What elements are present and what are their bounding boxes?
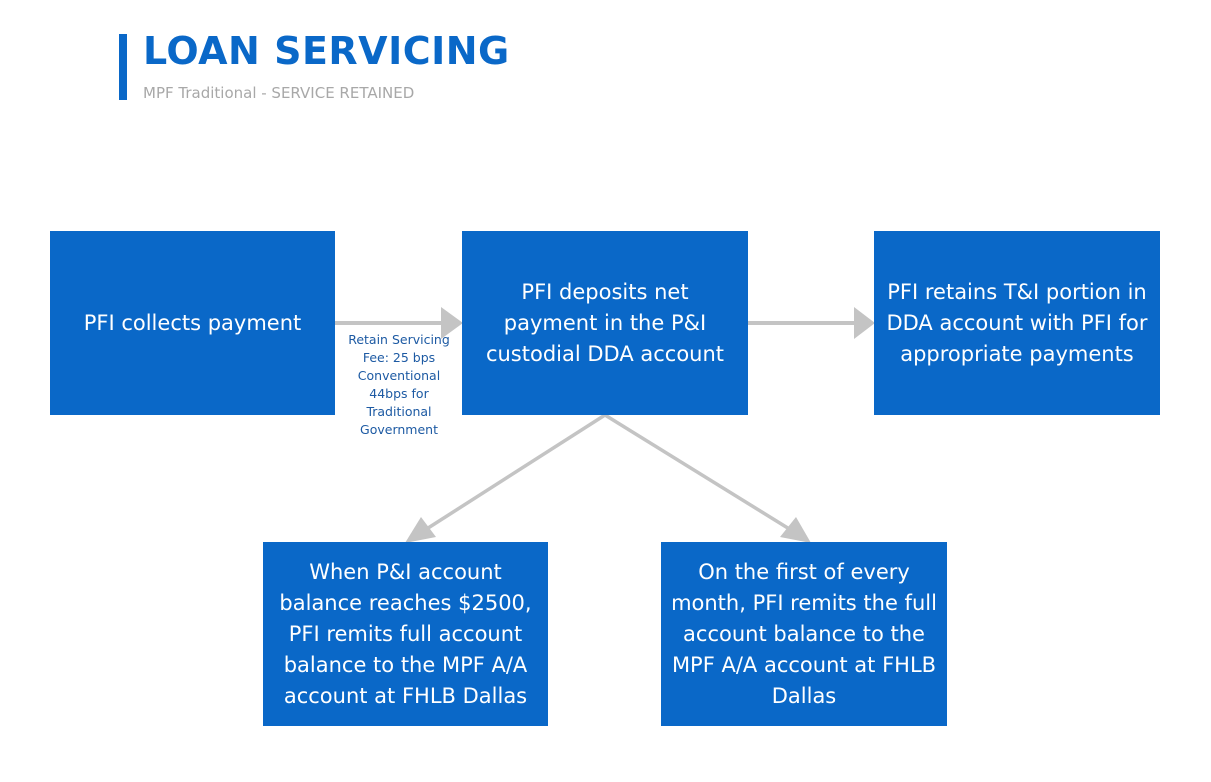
page-subtitle: MPF Traditional - SERVICE RETAINED — [143, 84, 415, 102]
arrow-deposit-to-monthly — [604, 413, 792, 532]
balance-threshold-box: When P&I account balance reaches $2500, … — [263, 542, 548, 726]
arrowhead-deposit-to-threshold — [405, 517, 436, 543]
deposit-payment-text: PFI deposits net payment in the P&I cust… — [485, 279, 725, 366]
retain-ti-box: PFI retains T&I portion in DDA account w… — [874, 231, 1160, 415]
arrowhead-deposit-to-monthly — [780, 517, 811, 543]
balance-threshold-text: When P&I account balance reaches $2500, … — [279, 559, 532, 708]
arrowhead-collect-to-deposit — [441, 307, 463, 339]
page-title: LOAN SERVICING — [143, 29, 510, 73]
servicing-fee-label: Retain Servicing Fee: 25 bps Conventiona… — [348, 332, 450, 437]
arrowhead-deposit-to-retain — [854, 307, 875, 339]
collect-payment-box: PFI collects payment — [50, 231, 335, 415]
collect-payment-text: PFI collects payment — [83, 310, 302, 335]
monthly-remit-text: On the first of every month, PFI remits … — [671, 559, 937, 708]
monthly-remit-box: On the first of every month, PFI remits … — [661, 542, 947, 726]
deposit-payment-box: PFI deposits net payment in the P&I cust… — [462, 231, 748, 415]
title-accent-bar — [119, 34, 127, 100]
arrow-deposit-to-threshold — [424, 413, 606, 532]
retain-ti-text: PFI retains T&I portion in DDA account w… — [886, 279, 1148, 366]
